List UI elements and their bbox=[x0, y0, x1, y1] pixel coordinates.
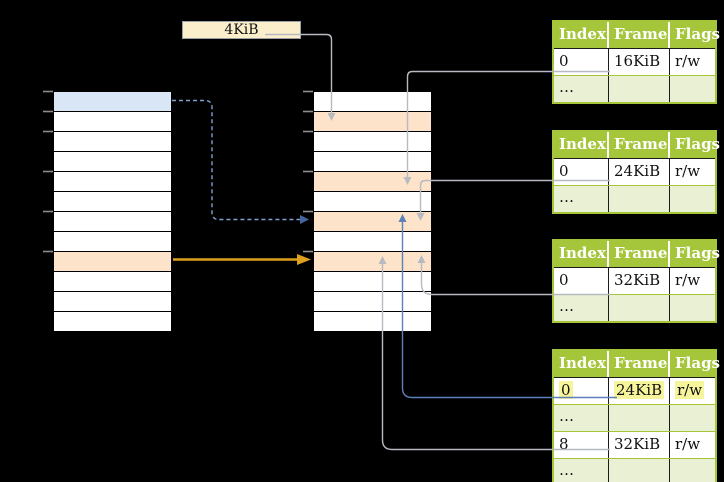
memory-row bbox=[54, 212, 171, 232]
arrowhead-right-icon bbox=[300, 215, 309, 224]
cell-frame: 32KiB bbox=[609, 268, 670, 294]
cell-frame bbox=[609, 459, 670, 482]
table-header-row: Index Frame Flags bbox=[554, 132, 720, 158]
arrowhead-right-icon bbox=[297, 254, 311, 265]
cell-index: 0 bbox=[554, 159, 609, 185]
cell-flags bbox=[670, 405, 715, 431]
cell-index: … bbox=[554, 459, 609, 482]
memory-row bbox=[54, 312, 171, 332]
column-header-index: Index bbox=[554, 22, 609, 48]
table-row-ellipsis: … bbox=[554, 458, 715, 482]
cell-index: 0 bbox=[554, 49, 609, 75]
column-header-frame: Frame bbox=[609, 22, 670, 48]
arrow-dashed-page-to-frame bbox=[172, 99, 309, 224]
address-ticks-middle bbox=[303, 90, 313, 253]
table-row-ellipsis: … bbox=[554, 294, 715, 321]
table-row: 0 32KiB r/w bbox=[554, 267, 715, 294]
cell-flags bbox=[670, 76, 715, 102]
memory-row-highlight-orange bbox=[54, 252, 171, 272]
cell-flags bbox=[670, 295, 715, 321]
cell-flags: r/w bbox=[675, 52, 701, 70]
frame-row bbox=[314, 312, 431, 332]
cell-flags: r/w bbox=[675, 271, 701, 289]
highlight: 24KiB bbox=[614, 381, 665, 399]
cell-frame bbox=[609, 186, 670, 212]
frame-row-highlight bbox=[314, 112, 431, 132]
address-ticks-left bbox=[43, 90, 53, 253]
frame-row-highlight bbox=[314, 212, 431, 232]
cell-frame bbox=[609, 405, 670, 431]
cell-frame bbox=[609, 295, 670, 321]
column-header-index: Index bbox=[554, 351, 609, 377]
page-table-2: Index Frame Flags 0 24KiB r/w … bbox=[552, 130, 720, 214]
table-row-ellipsis: … bbox=[554, 75, 715, 102]
highlight: 0 bbox=[559, 381, 573, 399]
memory-row bbox=[54, 112, 171, 132]
memory-row bbox=[54, 172, 171, 192]
page-table-1: Index Frame Flags 0 16KiB r/w … bbox=[552, 20, 720, 104]
table-row-highlighted: 0 24KiB r/w bbox=[554, 377, 715, 404]
table-row: 0 16KiB r/w bbox=[554, 48, 715, 75]
table-header-row: Index Frame Flags bbox=[554, 351, 720, 377]
cell-flags bbox=[670, 186, 715, 212]
column-header-flags: Flags bbox=[675, 244, 720, 262]
column-header-flags: Flags bbox=[675, 135, 720, 153]
table-header-row: Index Frame Flags bbox=[554, 241, 720, 267]
memory-row bbox=[54, 232, 171, 252]
cell-frame: 24KiB bbox=[609, 159, 670, 185]
cell-index: … bbox=[554, 76, 609, 102]
frame-row bbox=[314, 292, 431, 312]
column-header-index: Index bbox=[554, 132, 609, 158]
column-header-flags: Flags bbox=[675, 354, 720, 372]
cell-index: … bbox=[554, 405, 609, 431]
frame-row bbox=[314, 232, 431, 252]
page-table-3: Index Frame Flags 0 32KiB r/w … bbox=[552, 239, 720, 323]
cell-index: … bbox=[554, 295, 609, 321]
frame-row bbox=[314, 192, 431, 212]
page-table-4: Index Frame Flags 0 24KiB r/w … 8 32KiB … bbox=[552, 349, 720, 482]
table-row-ellipsis: … bbox=[554, 185, 715, 212]
arrow-orange-page-to-frame bbox=[173, 254, 311, 265]
cell-index: … bbox=[554, 186, 609, 212]
physical-memory-column bbox=[313, 91, 432, 332]
cell-frame: 16KiB bbox=[609, 49, 670, 75]
highlight: r/w bbox=[675, 381, 705, 399]
memory-row bbox=[54, 192, 171, 212]
column-header-flags: Flags bbox=[675, 25, 720, 43]
memory-row-highlight-blue bbox=[54, 92, 171, 112]
table-row-ellipsis: … bbox=[554, 404, 715, 431]
frame-row bbox=[314, 152, 431, 172]
cell-index: 0 bbox=[554, 378, 609, 404]
memory-row bbox=[54, 132, 171, 152]
frame-row bbox=[314, 272, 431, 292]
column-header-frame: Frame bbox=[609, 132, 670, 158]
cell-flags: r/w bbox=[675, 162, 701, 180]
column-header-index: Index bbox=[554, 241, 609, 267]
table-header-row: Index Frame Flags bbox=[554, 22, 720, 48]
memory-row bbox=[54, 272, 171, 292]
memory-row bbox=[54, 292, 171, 312]
cell-frame: 32KiB bbox=[609, 432, 670, 458]
column-header-frame: Frame bbox=[609, 241, 670, 267]
frame-row-highlight bbox=[314, 172, 431, 192]
cell-index: 8 bbox=[554, 432, 609, 458]
cell-flags bbox=[670, 459, 715, 482]
frame-row bbox=[314, 92, 431, 112]
memory-row bbox=[54, 152, 171, 172]
column-header-frame: Frame bbox=[609, 351, 670, 377]
page-size-label: 4KiB bbox=[182, 21, 301, 39]
frame-row bbox=[314, 132, 431, 152]
cell-frame: 24KiB bbox=[609, 378, 670, 404]
cell-frame bbox=[609, 76, 670, 102]
table-row: 0 24KiB r/w bbox=[554, 158, 715, 185]
frame-row-highlight bbox=[314, 252, 431, 272]
table-row: 8 32KiB r/w bbox=[554, 431, 715, 458]
virtual-memory-column bbox=[53, 91, 172, 332]
cell-index: 0 bbox=[554, 268, 609, 294]
cell-flags: r/w bbox=[670, 378, 715, 404]
cell-flags: r/w bbox=[675, 435, 701, 453]
